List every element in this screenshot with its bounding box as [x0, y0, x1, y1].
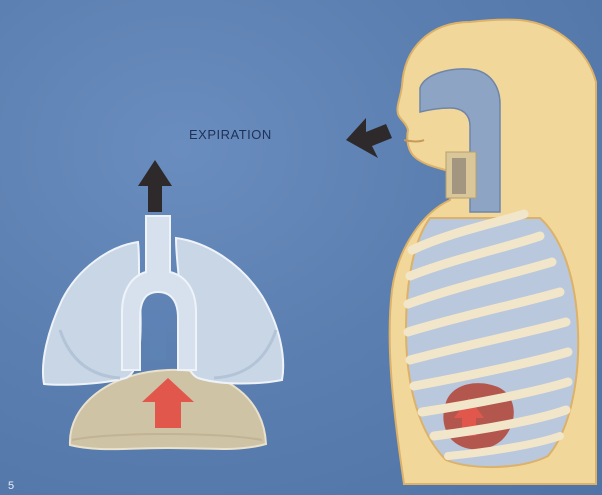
trachea-cavity: [150, 299, 166, 361]
lungs-model: [43, 160, 283, 449]
human-torso: [346, 20, 596, 484]
air-out-arrow-icon: [138, 160, 172, 212]
page-number: 5: [8, 480, 14, 492]
diagram-caption: EXPIRATION: [189, 127, 272, 142]
exhale-arrow-icon: [346, 118, 392, 158]
